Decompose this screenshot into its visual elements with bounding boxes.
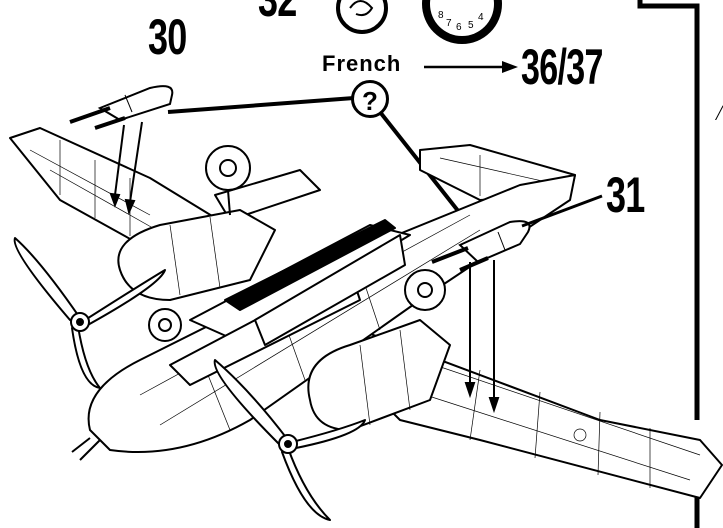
assembly-arrows-30 <box>109 121 143 216</box>
french-label: French <box>322 51 402 76</box>
left-propeller <box>13 237 166 389</box>
svg-text:5: 5 <box>468 20 474 31</box>
part-30 <box>69 85 174 130</box>
svg-text:6: 6 <box>456 22 462 33</box>
svg-text:/: / <box>714 100 723 125</box>
assembly-arrows-31 <box>464 260 500 414</box>
svg-text:7: 7 <box>446 18 452 29</box>
leader-31 <box>521 194 603 228</box>
arrow-right-icon <box>424 61 518 73</box>
step-36-37-label: 36/37 <box>521 39 603 95</box>
right-engine <box>307 319 451 431</box>
left-wheel <box>205 145 251 216</box>
aircraft-drawing <box>9 127 723 521</box>
decal-circle-icon <box>336 0 388 34</box>
right-wheel <box>404 269 446 311</box>
nose-wheel <box>148 308 182 342</box>
step-32-label: 32 <box>258 0 297 24</box>
question-circle-icon: ? <box>351 80 389 118</box>
step-31-label: 31 <box>606 167 645 223</box>
svg-text:4: 4 <box>478 12 484 23</box>
svg-text:8: 8 <box>438 10 444 21</box>
step-30-label: 30 <box>148 9 187 65</box>
right-propeller <box>213 359 366 521</box>
